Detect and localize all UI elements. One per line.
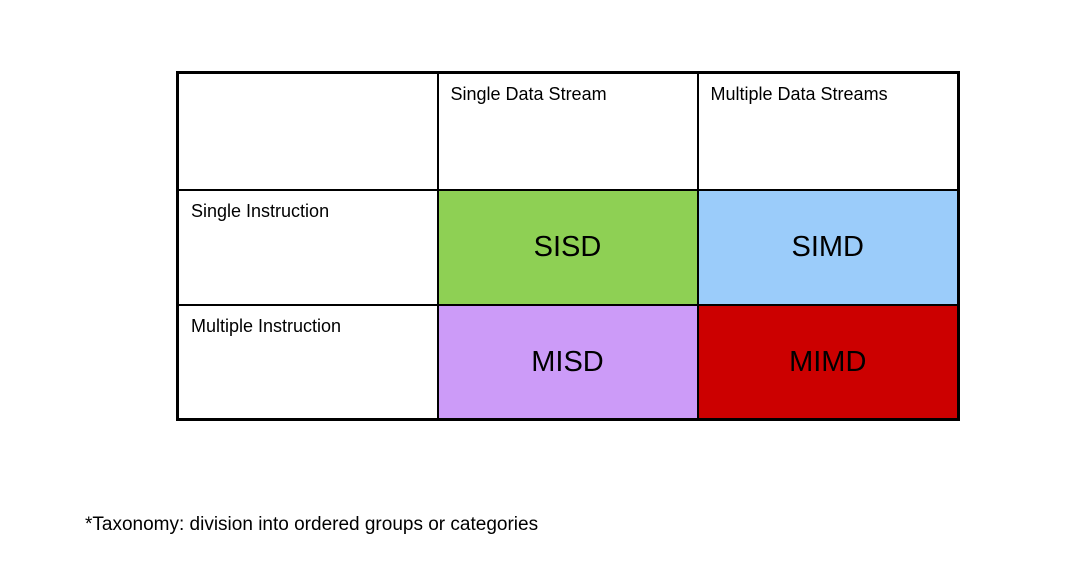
row-header-single-instruction: Single Instruction [176, 188, 439, 306]
table-row-single-instruction: Single Instruction SISD SIMD [176, 188, 960, 306]
table-header-row: Single Data Stream Multiple Data Streams [176, 71, 960, 191]
cell-mimd: MIMD [696, 303, 960, 421]
corner-cell [176, 71, 439, 191]
cell-sisd: SISD [436, 188, 699, 306]
column-header-multiple-data-streams: Multiple Data Streams [696, 71, 960, 191]
flynn-taxonomy-table: Single Data Stream Multiple Data Streams… [176, 71, 960, 421]
table-row-multiple-instruction: Multiple Instruction MISD MIMD [176, 303, 960, 421]
cell-misd: MISD [436, 303, 699, 421]
footnote-taxonomy-definition: *Taxonomy: division into ordered groups … [85, 514, 539, 535]
row-header-multiple-instruction: Multiple Instruction [176, 303, 439, 421]
column-header-single-data-stream: Single Data Stream [436, 71, 699, 191]
cell-simd: SIMD [696, 188, 960, 306]
